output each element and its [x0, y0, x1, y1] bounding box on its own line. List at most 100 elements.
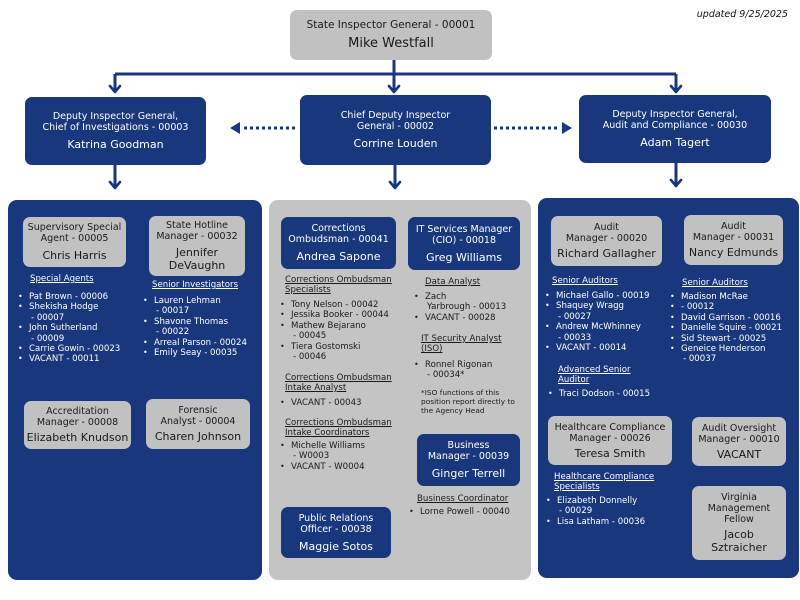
position-title-line1: Accreditation — [46, 406, 109, 417]
hotline-manager-box: State Hotline Manager - 00032 Jennifer D… — [149, 216, 245, 276]
person-name-line2: Sztraicher — [711, 541, 767, 554]
iso-footnote: *ISO functions of this position report d… — [421, 388, 515, 415]
position-title-line1: Forensic — [178, 405, 218, 416]
person-name: Charen Johnson — [154, 430, 242, 443]
senior-auditors-1-list: Michael Gallo - 00019 Shaquey Wragg - 00… — [545, 291, 650, 354]
list-item: Zach — [414, 292, 506, 303]
position-title-line2: Audit and Compliance - 00030 — [602, 120, 748, 131]
list-item-continuation: - 00034* — [427, 370, 465, 381]
list-item: Mathew Bejarano — [280, 321, 389, 332]
list-item: Ronnel Rigonan — [414, 360, 492, 371]
deputy-audit-box: Deputy Inspector General, Audit and Comp… — [579, 95, 771, 163]
person-name: Nancy Edmunds — [688, 246, 779, 259]
arrowhead-right-deputy — [669, 84, 683, 94]
position-title-line2: Manager - 00026 — [569, 432, 651, 444]
chief-deputy-box: Chief Deputy Inspector General - 00002 C… — [300, 95, 491, 165]
advanced-senior-heading: Advanced Senior Auditor — [558, 365, 631, 385]
senior-investigators-heading: Senior Investigators — [152, 280, 239, 290]
list-item: John Sutherland — [18, 323, 120, 334]
list-item-continuation: - 00009 — [31, 333, 65, 344]
public-relations-box: Public Relations Officer - 00038 Maggie … — [281, 507, 391, 558]
heading-line1: Corrections Ombudsman — [285, 275, 392, 285]
intake-coordinators-list: Michelle Williams - W0003 VACANT - W0004 — [280, 441, 365, 473]
list-item: VACANT - 00011 — [18, 354, 120, 365]
arrowhead-right-panel — [669, 178, 683, 188]
list-item: - 00012 — [670, 302, 782, 313]
list-item: David Garrison - 00016 — [670, 313, 782, 324]
intake-analyst-heading: Corrections Ombudsman Intake Analyst — [285, 373, 392, 393]
position-title-line1: Healthcare Compliance — [554, 421, 666, 433]
position-title-line1: Deputy Inspector General, — [612, 109, 738, 120]
list-item-continuation: - 00007 — [31, 312, 65, 323]
person-name: Mike Westfall — [348, 36, 434, 51]
position-title-line1: Chief Deputy Inspector — [340, 110, 451, 121]
position-title-line2: General - 00002 — [356, 121, 435, 132]
list-item: Michael Gallo - 00019 — [545, 291, 650, 302]
list-item: VACANT - 00014 — [545, 343, 650, 354]
heading-line1: IT Security Analyst — [421, 334, 502, 344]
list-item-continuation: - W0003 — [293, 451, 330, 462]
list-item: Emily Seay - 00035 — [143, 348, 247, 359]
position-title-line2: Officer - 00038 — [300, 523, 372, 535]
position-title-line1: Deputy Inspector General, — [52, 111, 179, 122]
position-title-line2: Chief of Investigations - 00003 — [42, 122, 189, 133]
list-item-continuation: - 00027 — [558, 311, 592, 322]
audit-oversight-box: Audit Oversight Manager - 00010 VACANT — [692, 417, 786, 466]
healthcare-manager-box: Healthcare Compliance Manager - 00026 Te… — [548, 416, 672, 465]
position-title-line2: Manager - 00008 — [36, 417, 119, 428]
ombudsman-specialists-heading: Corrections Ombudsman Specialists — [285, 275, 392, 295]
arrowhead-dotted-left — [230, 122, 240, 134]
list-item: Tiera Gostomski — [280, 342, 389, 353]
state-inspector-general-box: State Inspector General - 00001 Mike Wes… — [290, 10, 492, 60]
supervisory-agent-box: Supervisory Special Agent - 00005 Chris … — [23, 217, 126, 267]
list-item: Sid Stewart - 00025 — [670, 334, 782, 345]
intake-coordinators-heading: Corrections Ombudsman Intake Coordinator… — [285, 418, 392, 438]
list-item: Michelle Williams — [280, 441, 365, 452]
heading-line2: Specialists — [554, 482, 600, 492]
heading-line1: Advanced Senior — [558, 365, 631, 375]
list-item: VACANT - W0004 — [280, 462, 365, 473]
senior-investigators-list: Lauren Lehman - 00017 Shavone Thomas - 0… — [143, 296, 247, 359]
heading-line1: Corrections Ombudsman — [285, 373, 392, 383]
list-item: Shekisha Hodge — [18, 302, 120, 313]
person-name-line1: Jacob — [724, 528, 754, 541]
position-title-line2: Analyst - 00004 — [160, 416, 236, 427]
list-item: VACANT - 00043 — [280, 398, 362, 409]
it-security-heading: IT Security Analyst (ISO) — [421, 334, 501, 354]
heading-line2: Specialists — [285, 285, 331, 295]
deputy-investigations-box: Deputy Inspector General, Chief of Inves… — [25, 97, 206, 165]
ombudsman-specialists-list: Tony Nelson - 00042 Jessika Booker - 000… — [280, 300, 389, 362]
list-item-continuation: - 00017 — [156, 306, 190, 317]
list-item: Arreal Parson - 00024 — [143, 338, 247, 349]
position-title-line1: State Hotline — [166, 220, 228, 231]
position-title-line2: Agent - 00005 — [40, 233, 109, 244]
forensic-analyst-box: Forensic Analyst - 00004 Charen Johnson — [146, 399, 250, 449]
list-item: Pat Brown - 00006 — [18, 292, 120, 303]
position-title-line1: Virginia — [721, 492, 757, 503]
person-name: Corrine Louden — [353, 137, 438, 150]
position-title-line2: Manager - 00039 — [427, 451, 510, 462]
updated-date: updated 9/25/2025 — [696, 9, 788, 20]
list-item: Shavone Thomas — [143, 317, 247, 328]
chief-deputy-panel: Corrections Ombudsman - 00041 Andrea Sap… — [269, 200, 531, 580]
position-title-line2: Manager - 00010 — [698, 433, 780, 445]
list-item-continuation: - 00029 — [559, 506, 593, 517]
heading-line2: (ISO) — [421, 344, 443, 354]
intake-analyst-list: VACANT - 00043 — [280, 398, 362, 409]
list-item: Danielle Squire - 00021 — [670, 323, 782, 334]
investigations-panel: Supervisory Special Agent - 00005 Chris … — [8, 200, 262, 580]
position-title-line2: Manager - 00020 — [565, 233, 648, 244]
accreditation-manager-box: Accreditation Manager - 00008 Elizabeth … — [24, 401, 131, 449]
person-name: Maggie Sotos — [298, 539, 373, 553]
position-title-line2: Ombudsman - 00041 — [288, 234, 389, 245]
position-title-line1: Public Relations — [298, 512, 374, 524]
position-title-line2: Management — [707, 503, 771, 514]
heading-line2: Intake Coordinators — [285, 428, 370, 438]
person-name-line1: Jennifer — [175, 246, 219, 259]
heading-line1: Corrections Ombudsman — [285, 418, 392, 428]
person-name-line2: DeVaughn — [168, 259, 226, 272]
person-name: VACANT — [716, 447, 762, 461]
business-manager-box: Business Manager - 00039 Ginger Terrell — [417, 434, 520, 486]
position-title-line2: Manager - 00031 — [692, 232, 775, 243]
list-item: Traci Dodson - 00015 — [548, 389, 650, 400]
